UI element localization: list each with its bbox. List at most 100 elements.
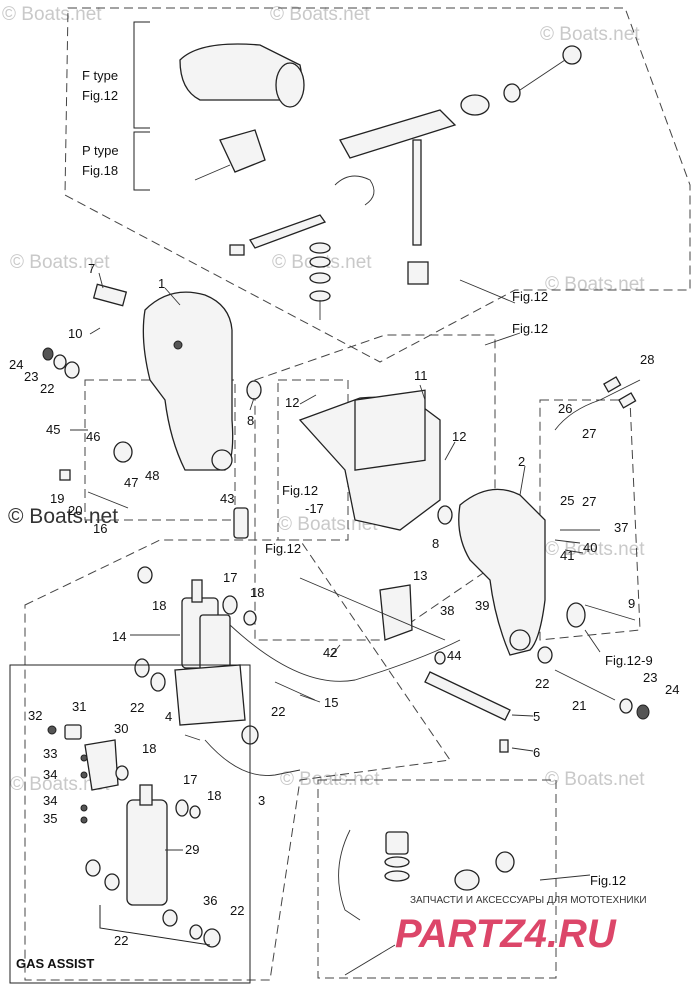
bushing-8-left <box>246 380 262 400</box>
callout-18: 18 <box>142 741 156 756</box>
p-type-bolt <box>194 164 231 181</box>
rod-9 <box>584 604 636 621</box>
watermark: © Boats.net <box>545 539 645 560</box>
callout-22: 22 <box>271 704 285 719</box>
callout-3: 3 <box>258 793 265 808</box>
bolt-7 <box>92 283 128 307</box>
thrust-plate <box>354 389 426 471</box>
steering-arm <box>339 109 457 159</box>
tilt-unit <box>134 566 461 776</box>
gas-cylinder-29 <box>126 799 168 906</box>
callout-47: 47 <box>124 475 138 490</box>
brand-watermark: ЗАПЧАСТИ И АКСЕССУАРЫ ДЛЯ МОТОТЕХНИКИ PA… <box>395 895 647 956</box>
p-type-fig: Fig.18 <box>82 163 118 178</box>
watermark: © Boats.net <box>545 274 645 295</box>
clamp-bracket-2 <box>458 488 546 656</box>
detail-knob <box>454 869 480 891</box>
ram-rod <box>191 579 203 603</box>
lower-right-detail <box>338 829 515 976</box>
callout-33: 33 <box>43 746 57 761</box>
callout-22: 22 <box>130 700 144 715</box>
watermark-main: © Boats.net <box>8 505 118 528</box>
anode-47 <box>113 441 133 463</box>
hose-42 <box>229 624 461 682</box>
f-type-brace <box>133 21 150 129</box>
gas-rod <box>139 784 153 806</box>
tilt-rod-21 <box>554 669 616 701</box>
callout-18: 18 <box>152 598 166 613</box>
tilt-lever <box>249 214 327 249</box>
gas-assist-box <box>9 664 251 984</box>
fig-ref: Fig.12 <box>512 321 548 336</box>
callout-8: 8 <box>432 536 439 551</box>
fig-ref: Fig.12 <box>282 483 318 498</box>
callout-27: 27 <box>582 426 596 441</box>
tilt-pump-body <box>174 664 246 726</box>
plate-5 <box>424 671 511 721</box>
bushing-22-gas-d <box>203 928 221 948</box>
watermark: © Boats.net <box>2 4 102 25</box>
detail-washer-2 <box>384 870 410 882</box>
clamp-bracket-1 <box>142 291 234 471</box>
callout-21: 21 <box>572 698 586 713</box>
callout-26: 26 <box>558 401 572 416</box>
callout-41: 41 <box>560 548 574 563</box>
callout-22: 22 <box>114 933 128 948</box>
callout-5: 5 <box>533 709 540 724</box>
callout-18: 18 <box>207 788 221 803</box>
nut-24-left <box>42 347 54 361</box>
fig-ref: Fig.12-9 <box>605 653 653 668</box>
bushing-18-gas <box>115 765 129 781</box>
callout-35: 35 <box>43 811 57 826</box>
lever-grip <box>229 244 245 256</box>
screw-33 <box>80 754 88 762</box>
watermark: © Boats.net <box>278 514 378 535</box>
callout-15: 15 <box>324 695 338 710</box>
bushing-8-center <box>437 505 453 525</box>
callout-22: 22 <box>535 676 549 691</box>
callout-19: 19 <box>50 491 64 506</box>
washer-23-right <box>619 698 633 714</box>
brand-logo: PARTZ4.RU <box>395 912 617 956</box>
watermark: © Boats.net <box>270 4 370 25</box>
callout-24: 24 <box>9 357 23 372</box>
bolt-6 <box>499 739 509 753</box>
spacer-36 <box>189 924 203 940</box>
collar-17-gas <box>175 799 189 817</box>
top-assembly <box>179 43 582 320</box>
callout-17: 17 <box>223 570 237 585</box>
callout-24: 24 <box>665 682 679 697</box>
callout-4: 4 <box>165 709 172 724</box>
bushing-22-right <box>537 646 553 664</box>
callout-27: 27 <box>582 494 596 509</box>
f-type-label: F type <box>82 68 118 83</box>
bushing-18-top <box>137 566 153 584</box>
steering-nut <box>503 83 521 103</box>
brand-subtitle: ЗАПЧАСТИ И АКСЕССУАРЫ ДЛЯ МОТОТЕХНИКИ <box>410 895 647 906</box>
steering-knuckle <box>460 94 490 116</box>
callout-17: 17 <box>183 772 197 787</box>
callout-28: 28 <box>640 352 654 367</box>
callout-36: 36 <box>203 893 217 908</box>
nut-24-right <box>636 704 650 720</box>
callout-13: 13 <box>413 568 427 583</box>
pin-15 <box>274 681 316 701</box>
callout-14: 14 <box>112 629 126 644</box>
steering-rod <box>519 59 566 91</box>
callout-12: 12 <box>285 395 299 410</box>
rod-13 <box>299 577 446 641</box>
bracket-hole <box>173 340 183 350</box>
type-legend: F type Fig.12 P type Fig.18 <box>82 21 150 191</box>
steering-cap <box>562 45 582 65</box>
leader-lines <box>70 272 601 881</box>
washer-stack-1 <box>309 242 331 254</box>
gas-assist-label: GAS ASSIST <box>16 956 94 971</box>
detail-bushing <box>385 831 409 855</box>
swivel-bracket <box>298 389 453 531</box>
callout-42: 42 <box>323 645 337 660</box>
callout-43: 43 <box>220 491 234 506</box>
bushing-22-gas-c <box>162 909 178 927</box>
tilt-motor <box>199 614 231 671</box>
callout-23: 23 <box>643 670 657 685</box>
anode-9 <box>566 602 586 628</box>
